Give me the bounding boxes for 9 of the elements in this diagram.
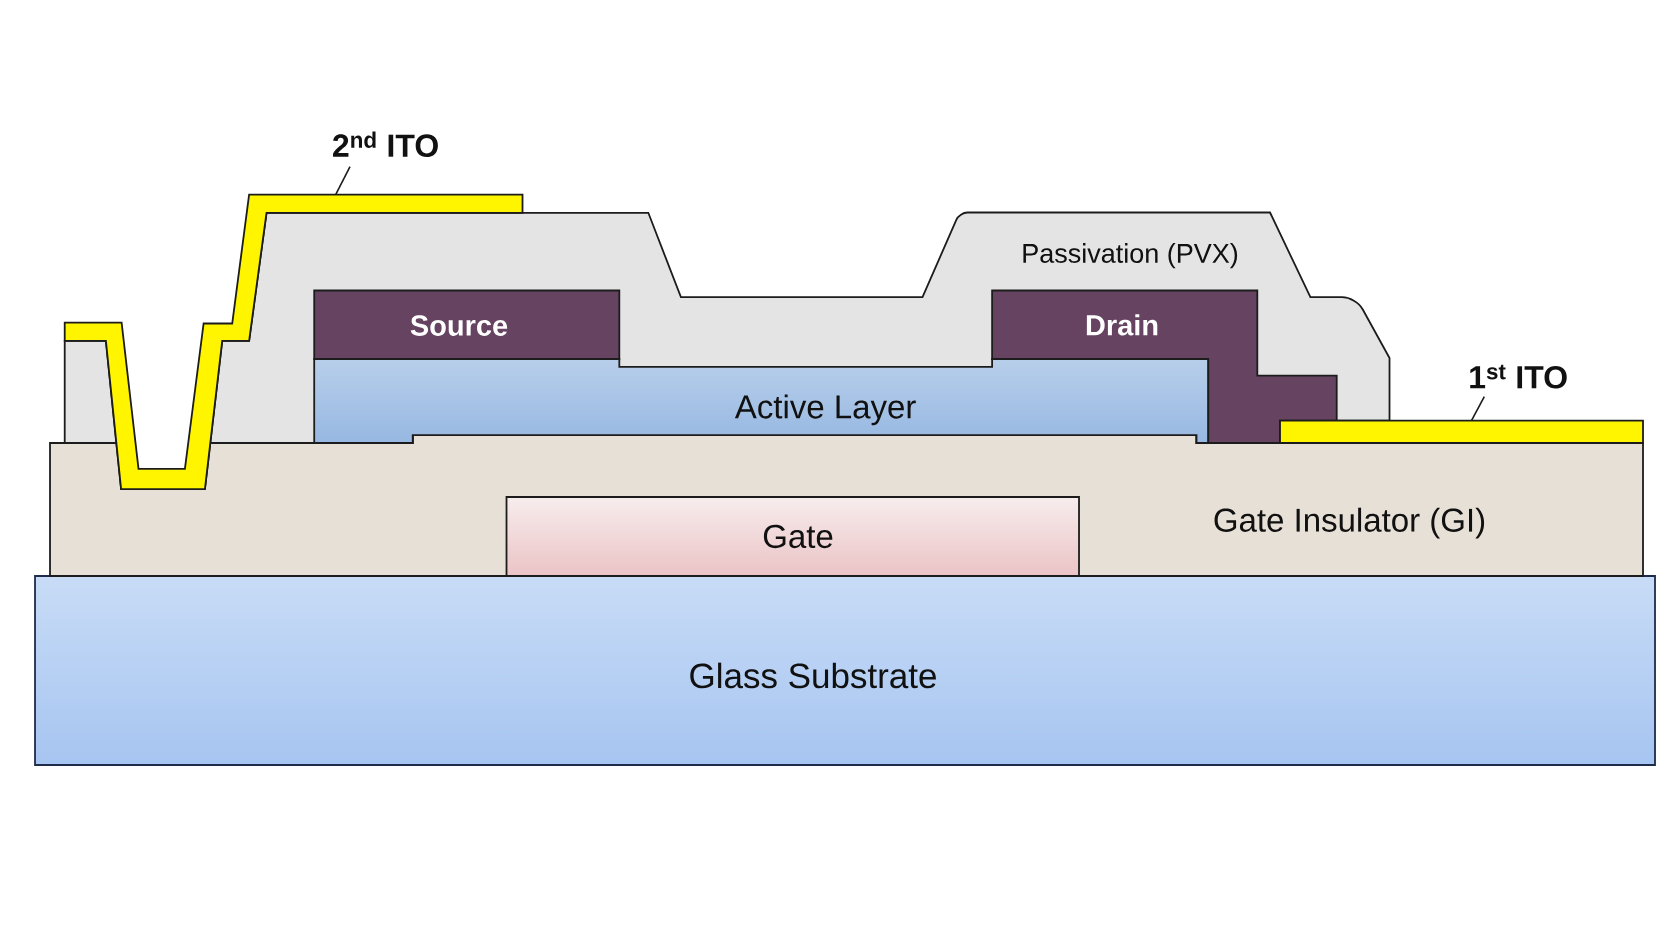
layer-label: 2$^{nd}$ ITO [333, 131, 438, 157]
source-electrode: Source [313, 289, 621, 360]
ito-film [1279, 419, 1644, 444]
gate-electrode: Gate [505, 496, 1080, 577]
leader-line [1470, 395, 1486, 422]
ito-film [63, 193, 524, 491]
drain-electrode: Drain [991, 289, 1338, 444]
layer-label: 1$^{st}$ ITO [1470, 364, 1567, 389]
leader-line [335, 165, 351, 196]
